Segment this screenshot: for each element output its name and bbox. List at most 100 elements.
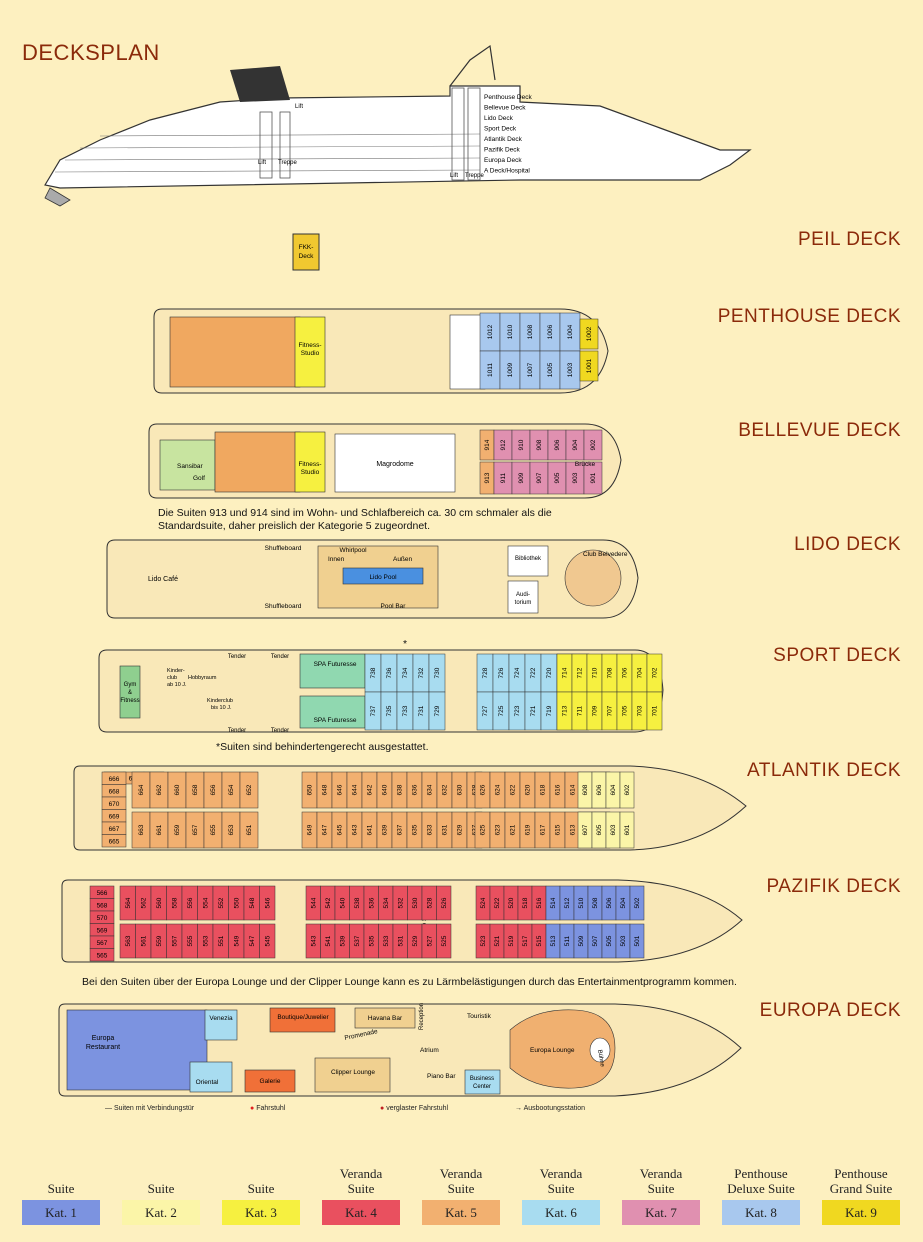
- pazifik-cabin-number: 527: [426, 935, 433, 946]
- tender-label-4: Tender: [271, 728, 289, 734]
- pazifik-cabin: [629, 923, 645, 959]
- profile-lift-label-2: Lift: [450, 173, 458, 179]
- bellevue-cabin-number: 902: [590, 439, 597, 450]
- atlantik-cabin-number: 643: [352, 824, 359, 835]
- pazifik-cabin-number: 552: [218, 897, 225, 908]
- lido-deck-plan: Lido Café Shuffleboard Shuffleboard Whir…: [106, 539, 639, 619]
- pazifik-cabin-number: 553: [202, 935, 209, 946]
- pool-bar-label: Pool Bar: [381, 603, 407, 610]
- atlantik-aft-cabin-number: 666: [109, 776, 120, 783]
- pazifik-cabin-number: 548: [249, 897, 256, 908]
- pazifik-cabin-number: 546: [264, 897, 271, 908]
- sport-cabin-number: 719: [546, 705, 553, 716]
- pazifik-cabin-number: 518: [522, 897, 529, 908]
- atlantik-cabin-number: 658: [192, 784, 199, 795]
- sansibar-label: Sansibar: [177, 463, 203, 470]
- profile-deck-label: A Deck/Hospital: [484, 168, 530, 175]
- atlantik-cabin-number: 651: [246, 824, 253, 835]
- atlantik-cabin-number: 638: [397, 784, 404, 795]
- bellevue-cabin: [583, 429, 603, 461]
- pazifik-cabin-number: 543: [310, 935, 317, 946]
- legend-swatch: Kat. 4: [322, 1200, 400, 1225]
- touristik-label: Touristik: [467, 1013, 492, 1020]
- kinderclub-10-label: Kinder-: [167, 668, 185, 674]
- atlantik-cabin-number: 607: [582, 824, 589, 835]
- pazifik-cabin-number: 524: [480, 897, 487, 908]
- svg-text:torium: torium: [515, 600, 532, 606]
- profile-deck-label: Pazifik Deck: [484, 147, 521, 154]
- pazifik-cabin-number: 533: [383, 935, 390, 946]
- sport-deck-plan: Gym & Fitness Kinder- club ab 10 J. Hobb…: [98, 649, 664, 734]
- innen-label: Innen: [328, 556, 345, 563]
- bellevue-cabin-number: 906: [554, 439, 561, 450]
- shuffleboard-top-label: Shuffleboard: [265, 545, 302, 552]
- sport-cabin-number: 722: [530, 667, 537, 678]
- pazifik-cabin: [259, 923, 276, 959]
- pazifik-cabin-number: 559: [156, 935, 163, 946]
- pazifik-cabin-number: 544: [310, 897, 317, 908]
- golf-label: Golf: [193, 475, 205, 482]
- sport-cabin-number: 730: [434, 667, 441, 678]
- pazifik-cabin-number: 502: [634, 897, 641, 908]
- legend-label: Penthouse Grand Suite: [829, 1166, 893, 1196]
- business-center-label: Business: [470, 1076, 494, 1082]
- pazifik-aft-cabin-number: 567: [97, 940, 108, 947]
- europa-deck-plan: Europa Restaurant Venezia Oriental Bouti…: [58, 1003, 742, 1097]
- foto-shop-label: Foto Shop: [422, 906, 428, 934]
- atlantik-cabin-number: 624: [495, 784, 502, 795]
- atlantik-deck-title: ATLANTIK DECK: [747, 760, 901, 781]
- atlantik-cabin: [239, 811, 259, 849]
- atlantik-cabin-number: 625: [480, 824, 487, 835]
- sport-cabin-number: 713: [562, 705, 569, 716]
- atlantik-cabin-number: 659: [174, 824, 181, 835]
- legend-swatch: Kat. 9: [822, 1200, 900, 1225]
- europa-deck-title: EUROPA DECK: [759, 1000, 901, 1021]
- sport-cabin-number: 732: [418, 667, 425, 678]
- atlantik-aft-cabin-number: 668: [109, 789, 120, 796]
- atlantik-cabin-number: 642: [367, 784, 374, 795]
- atlantik-cabin-number: 661: [156, 824, 163, 835]
- sport-cabin-number: 705: [622, 705, 629, 716]
- bellevue-deck-title: BELLEVUE DECK: [738, 420, 901, 441]
- pazifik-cabin-number: 511: [564, 935, 571, 946]
- penthouse-cabin-number: 1011: [487, 363, 494, 377]
- sport-cabin-number: 729: [434, 705, 441, 716]
- penthouse-cabin-number: 1010: [507, 324, 514, 339]
- bellevue-cabin-number: 904: [572, 439, 579, 450]
- bellevue-cabin-number: 905: [554, 472, 561, 483]
- pazifik-cabin-number: 542: [325, 897, 332, 908]
- piano-bar-label: Piano Bar: [427, 1073, 456, 1080]
- profile-deck-label: Atlantik Deck: [484, 136, 523, 143]
- key-glas: ● verglaster Fahrstuhl: [380, 1105, 449, 1112]
- atlantik-cabin-number: 602: [624, 784, 631, 795]
- atlantik-cabin-number: 617: [540, 824, 547, 835]
- buehne-label: Bühne: [596, 1049, 605, 1068]
- club-belvedere-label: Club Belvedere: [583, 551, 628, 558]
- pazifik-cabin-number: 564: [125, 897, 132, 908]
- pazifik-cabin-number: 529: [412, 935, 419, 946]
- sport-cabin-number: 704: [637, 667, 644, 678]
- fitness-studio-label: Fitness-: [298, 342, 321, 349]
- sport-cabin: [646, 691, 663, 731]
- sport-cabin-number: 709: [592, 705, 599, 716]
- sport-cabin-number: 738: [370, 667, 377, 678]
- pazifik-cabin-number: 555: [187, 935, 194, 946]
- pazifik-cabin-number: 512: [564, 897, 571, 908]
- atlantik-cabin-number: 630: [457, 784, 464, 795]
- atlantik-aft-cabin-number: 665: [109, 839, 120, 846]
- sport-cabin-number: 726: [498, 667, 505, 678]
- atlantik-aft-cabin-number: 670: [109, 801, 120, 808]
- penthouse-cabin-number: 1005: [547, 362, 554, 377]
- europa-lounge-label: Europa Lounge: [530, 1047, 575, 1054]
- hobbyraum-label: Hobbyraum: [188, 675, 217, 681]
- pazifik-cabin-number: 507: [592, 935, 599, 946]
- pazifik-cabin-number: 541: [325, 935, 332, 946]
- pazifik-cabin-number: 516: [536, 897, 543, 908]
- legend-swatch: Kat. 5: [422, 1200, 500, 1225]
- pazifik-cabin-number: 521: [494, 935, 501, 946]
